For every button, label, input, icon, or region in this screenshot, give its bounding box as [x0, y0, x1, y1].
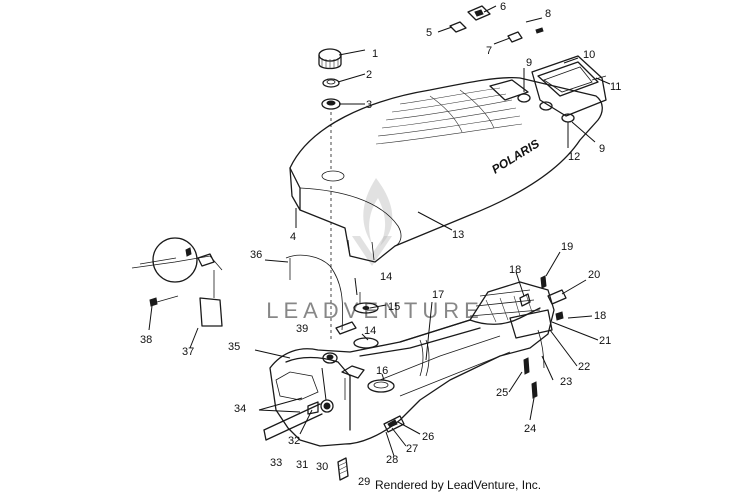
seat-assembly: POLARIS: [289, 76, 603, 263]
watermark: LEADVENTURE: [266, 178, 484, 323]
callout-label: 13: [452, 229, 464, 241]
callout-label: 18: [594, 310, 606, 322]
fuel-gauge-sender: [131, 237, 223, 327]
callout-label: 30: [316, 461, 328, 473]
callout-label: 19: [561, 241, 573, 253]
callout-label: 29: [358, 476, 370, 488]
callout-label: 8: [545, 8, 551, 20]
callout-label: 27: [406, 443, 418, 455]
callout-label: 39: [296, 323, 308, 335]
callout-label: 23: [560, 376, 572, 388]
callout-label: 16: [376, 365, 388, 377]
callout-label: 33: [270, 457, 282, 469]
callout-label: 9: [526, 57, 532, 69]
callout-labels: 1 2 3 4 5 6 7 8 9 10 11 12 9 13 14 15 14…: [140, 1, 621, 488]
callout-label: 35: [228, 341, 240, 353]
callout-label: 1: [372, 48, 378, 60]
callout-label: 4: [290, 231, 296, 243]
callout-label: 25: [496, 387, 508, 399]
callout-label: 12: [568, 151, 580, 163]
callout-label: 38: [140, 334, 152, 346]
callout-label: 31: [296, 459, 308, 471]
seat-brand-logo: POLARIS: [489, 136, 542, 176]
callout-label: 15: [388, 301, 400, 313]
callout-label: 36: [250, 249, 262, 261]
watermark-text: LEADVENTURE: [266, 298, 484, 323]
callout-label: 14: [380, 271, 392, 283]
callout-label: 10: [583, 49, 595, 61]
callout-label: 11: [610, 81, 621, 93]
callout-label: 6: [500, 1, 506, 13]
callout-label: 37: [182, 346, 194, 358]
callout-label: 2: [366, 69, 372, 81]
leader-lines: [148, 5, 611, 457]
callout-label: 24: [524, 423, 536, 435]
fuel-tank-assembly: [263, 254, 567, 481]
callout-label: 34: [234, 403, 246, 415]
callout-label: 26: [422, 431, 434, 443]
callout-label: 21: [599, 335, 611, 347]
fuel-cap-stack: [318, 48, 342, 340]
callout-label: 18: [509, 264, 521, 276]
callout-label: 9: [599, 143, 605, 155]
callout-label: 5: [426, 27, 432, 39]
rear-bracket-assembly: [449, 5, 607, 123]
footer-credit: Rendered by LeadVenture, Inc.: [375, 478, 541, 492]
callout-label: 28: [386, 454, 398, 466]
callout-label: 7: [486, 45, 492, 57]
callout-label: 32: [288, 435, 300, 447]
callout-label: 14: [364, 325, 376, 337]
callout-label: 22: [578, 361, 590, 373]
callout-label: 3: [366, 99, 372, 111]
callout-label: 20: [588, 269, 600, 281]
callout-label: 17: [432, 289, 444, 301]
